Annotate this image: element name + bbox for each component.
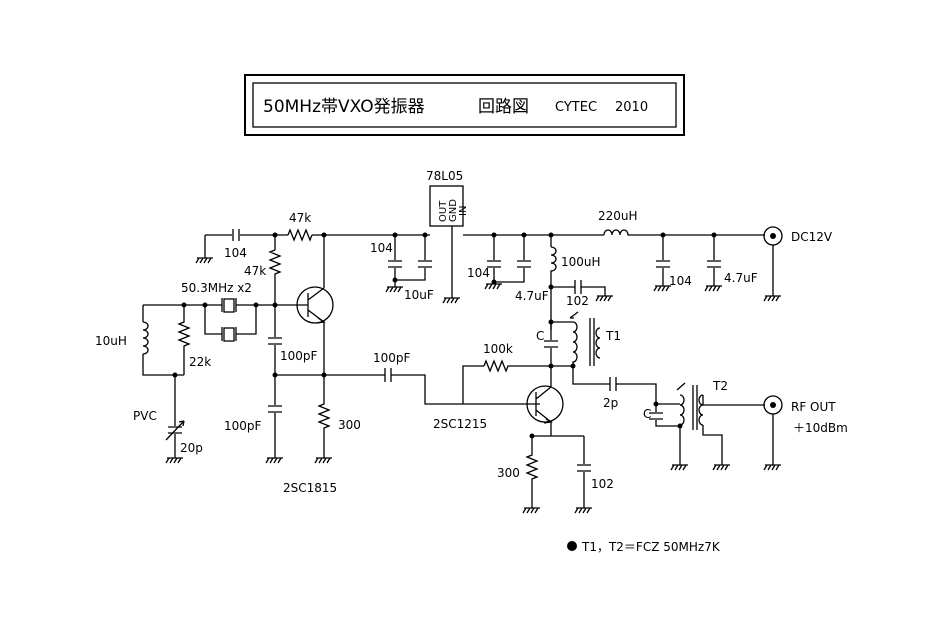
label-pvc: PVC (133, 409, 157, 423)
ground-symbol (265, 457, 283, 464)
choke-100uh (550, 235, 606, 330)
cap-104-reg-out (487, 235, 501, 284)
ground-symbol (763, 464, 781, 471)
ground-symbol (712, 464, 730, 471)
label-22k: 22k (189, 355, 211, 369)
ground-symbol (522, 507, 540, 514)
pvc-variable-cap (165, 375, 185, 458)
label-100pf-a: 100pF (280, 349, 318, 363)
cap-2p (609, 377, 657, 404)
label-104-reg-out: 104 (467, 266, 490, 280)
regulator-78l05 (429, 185, 464, 298)
ground-symbol (165, 457, 183, 464)
ground-symbol (484, 283, 502, 290)
cap-104-reg-in (388, 235, 402, 287)
label-rf-level: ＋10dBm (793, 421, 848, 435)
label-10uf: 10uF (404, 288, 434, 302)
cap-10uf (395, 235, 432, 281)
label-47k-v: 47k (244, 264, 266, 278)
ground-symbol (670, 464, 688, 471)
resistor-300-b (525, 436, 539, 508)
transistor-q2 (526, 366, 564, 436)
label-104-reg-in: 104 (370, 241, 393, 255)
ground-symbol (574, 507, 592, 514)
coil-10uh (142, 305, 184, 376)
resistor-100k (483, 359, 551, 373)
title-sub: 回路図 (478, 97, 529, 117)
reg-pin-in: IN (458, 206, 469, 216)
label-note: T1，T2＝FCZ 50MHz7K (581, 540, 721, 554)
title-company: CYTEC (555, 100, 597, 115)
resistor-300-a (317, 375, 331, 458)
label-t1: T1 (605, 329, 621, 343)
transformer-t1 (544, 311, 610, 385)
title-year: 2010 (615, 100, 648, 115)
junction-dots (172, 232, 717, 439)
cap-100pf-b (268, 375, 282, 458)
ground-symbol (704, 285, 722, 292)
cap-4-7uf-b (707, 235, 721, 286)
label-4-7uf-a: 4.7uF (515, 289, 549, 303)
ground-symbol (763, 295, 781, 302)
ground-symbol (595, 295, 613, 302)
connector-rf-out (763, 395, 783, 465)
label-104-top: 104 (224, 246, 247, 260)
resistor-22k (177, 305, 191, 375)
label-rf-out: RF OUT (791, 400, 836, 414)
note-bullet (567, 541, 577, 551)
cap-102-b (577, 436, 591, 508)
connector-dc12v (763, 226, 783, 296)
label-300-a: 300 (338, 418, 361, 432)
label-102-b: 102 (591, 477, 614, 491)
cap-104-dc (656, 235, 670, 286)
label-100k: 100k (483, 342, 513, 356)
cap-4-7uf-a (494, 235, 531, 283)
label-78l05: 78L05 (426, 169, 463, 183)
label-100pf-c: 100pF (373, 351, 411, 365)
label-20p: 20p (180, 441, 203, 455)
transistor-q1 (275, 235, 334, 375)
label-10uh: 10uH (95, 334, 127, 348)
title-main: 50MHz帯VXO発振器 (263, 97, 425, 117)
cap-100pf-c (380, 368, 540, 405)
label-q2: 2SC1215 (433, 417, 487, 431)
ground-symbol (442, 297, 460, 304)
choke-220uh (603, 229, 632, 236)
label-4-7uf-b: 4.7uF (724, 271, 758, 285)
label-q1: 2SC1815 (283, 481, 337, 495)
label-t2: T2 (712, 379, 728, 393)
ground-symbol (385, 286, 403, 293)
ground-symbols (165, 257, 781, 514)
label-c-t2: C (643, 407, 651, 421)
resistor-47k-v (268, 249, 282, 305)
label-220uh: 220uH (598, 209, 638, 223)
label-47k-h: 47k (289, 211, 311, 225)
label-102-a: 102 (566, 294, 589, 308)
resistor-47k-h (287, 228, 313, 242)
cap-100pf-a (268, 305, 282, 375)
label-100pf-b: 100pF (224, 419, 262, 433)
label-100uh: 100uH (561, 255, 601, 269)
reg-pin-out: OUT (438, 200, 449, 222)
ground-symbol (314, 457, 332, 464)
label-2p: 2p (603, 396, 618, 410)
label-300-b: 300 (497, 466, 520, 480)
power-rails (204, 229, 765, 258)
transformer-t2 (649, 382, 765, 465)
label-crystal: 50.3MHz x2 (181, 281, 252, 295)
label-dc12v: DC12V (791, 230, 833, 244)
title-block: 50MHz帯VXO発振器 回路図 CYTEC 2010 (244, 74, 685, 136)
label-104-dc: 104 (669, 274, 692, 288)
label-c-t1: C (536, 329, 544, 343)
reg-pin-gnd: GND (448, 199, 459, 222)
ground-symbol (195, 257, 213, 264)
